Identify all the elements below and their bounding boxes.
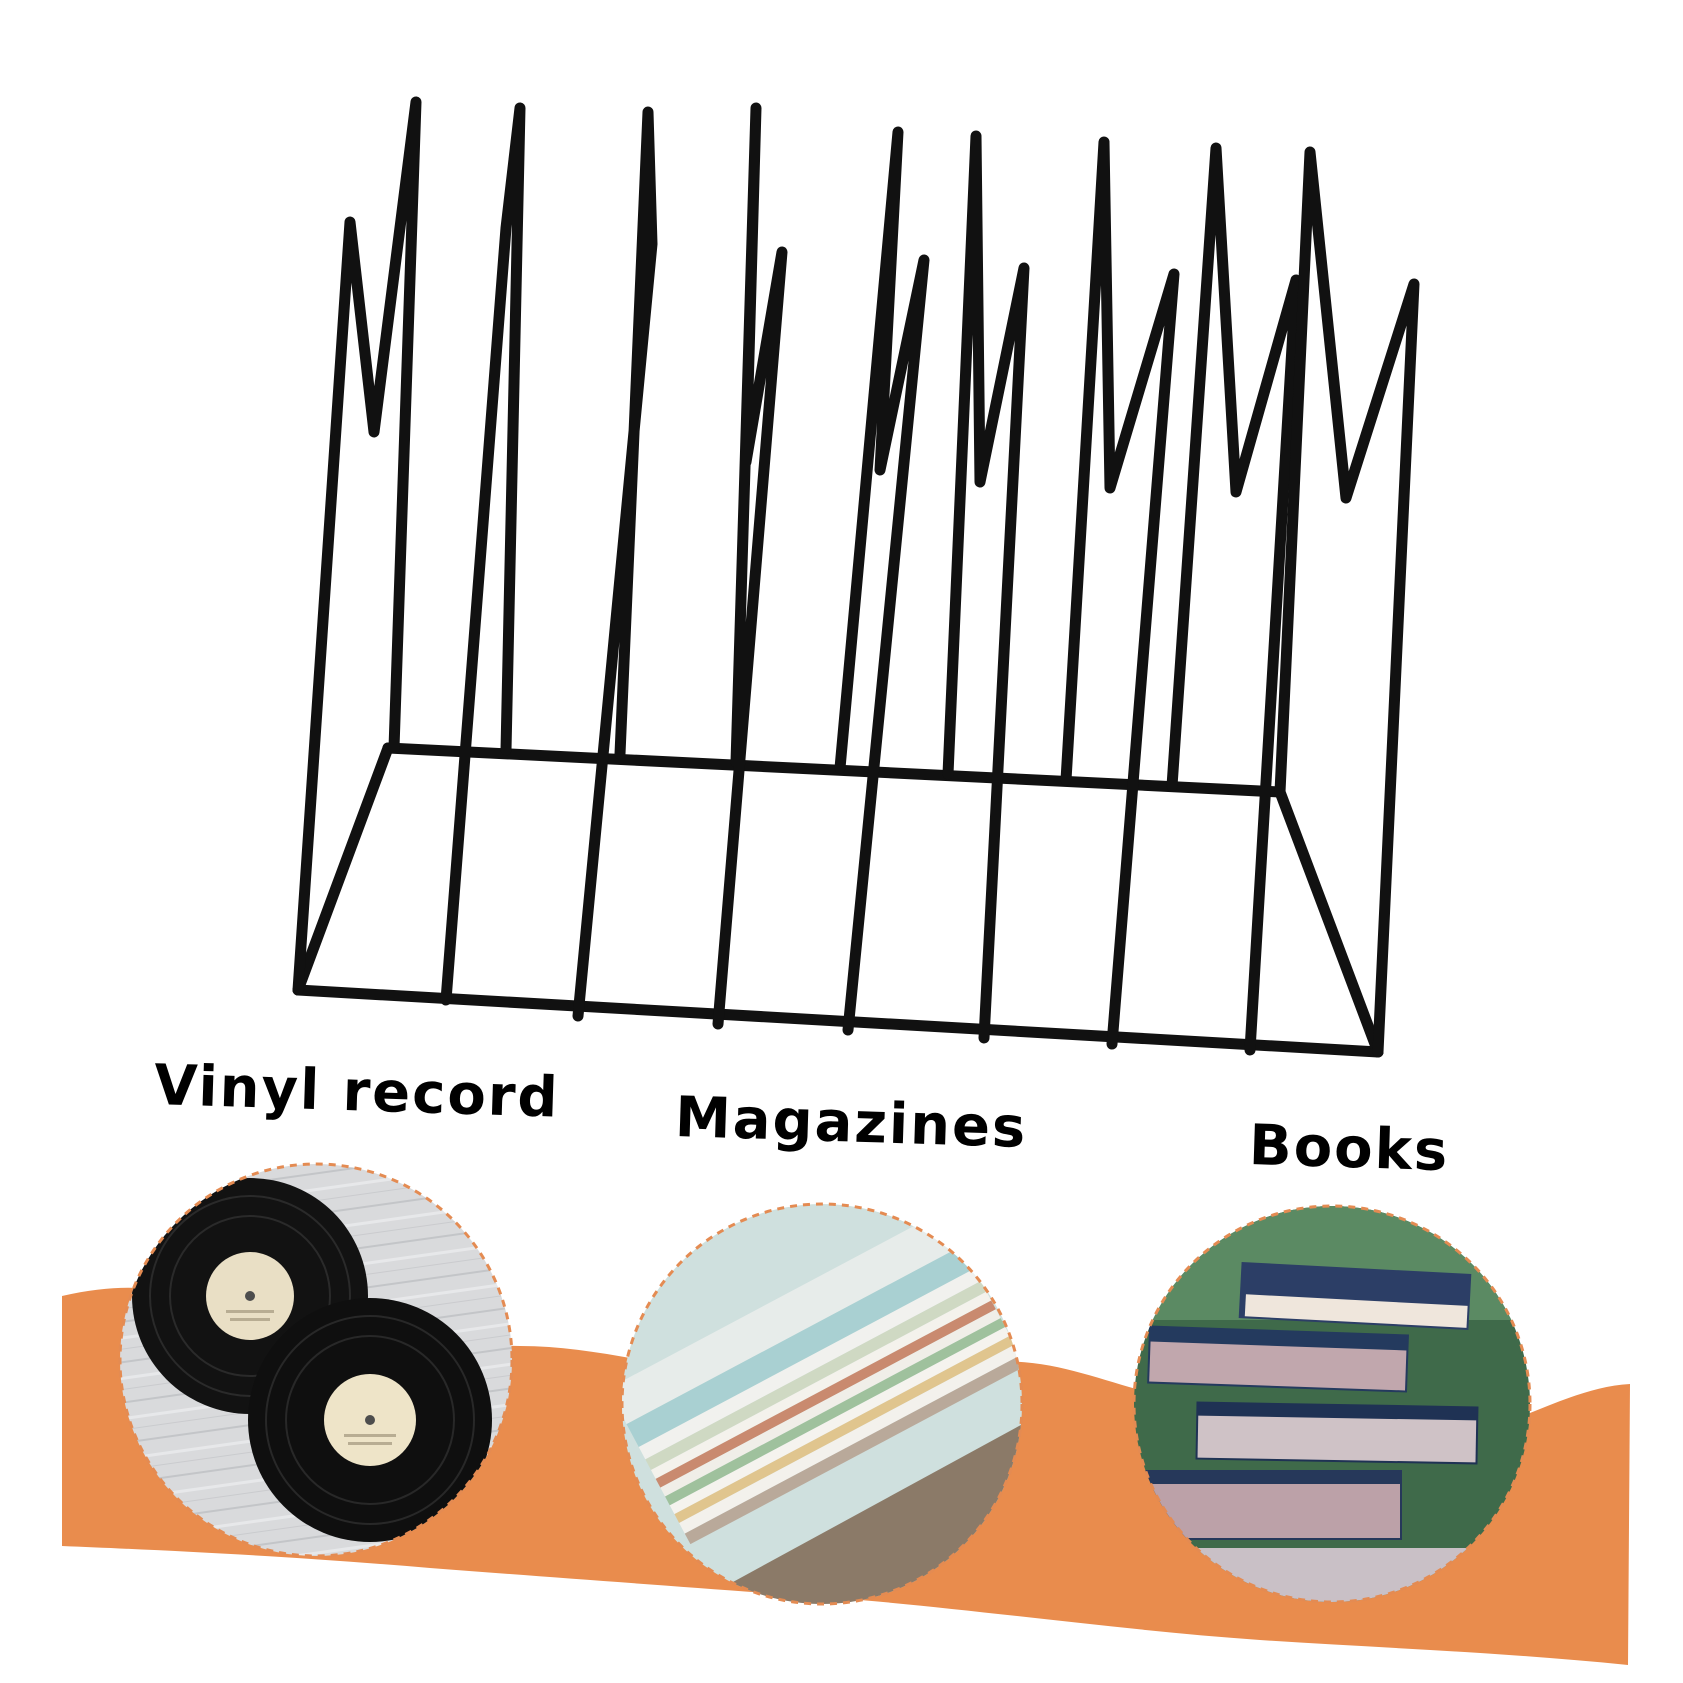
rack-divider-6 (942, 130, 1030, 1044)
right-side-rail (1274, 786, 1384, 1058)
left-side-rail (292, 742, 394, 996)
rack-divider-1 (292, 96, 422, 996)
rack-divider-5 (834, 126, 930, 1036)
vinyl-records-photo (118, 1162, 514, 1558)
books-stack-photo (1132, 1204, 1532, 1604)
rack-divider-8 (1166, 142, 1302, 1056)
rack-divider-4 (712, 102, 788, 1030)
magazines-stack-photo (620, 1202, 1024, 1606)
rack-divider-7 (1060, 136, 1180, 1050)
front-base-rail (292, 984, 1384, 1058)
rack-divider-2 (440, 102, 526, 1006)
rack-divider-3 (572, 106, 658, 1022)
rack-divider-9 (1274, 146, 1420, 1058)
